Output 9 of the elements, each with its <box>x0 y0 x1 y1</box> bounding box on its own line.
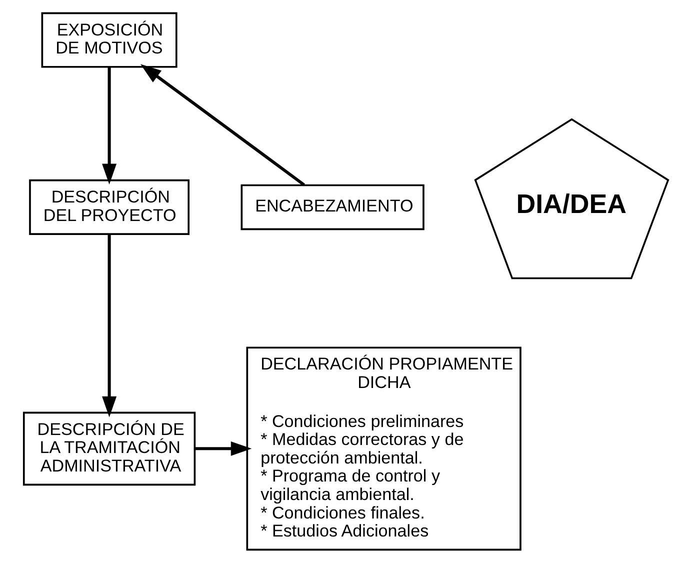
node-box: DESCRIPCIÓN DE LA TRAMITACIÓN ADMINISTRATIVA <box>22 412 196 486</box>
node-box: ENCABEZAMIENTO <box>240 184 424 230</box>
arrow <box>140 64 305 186</box>
node-box: DECLARACIÓN PROPIAMENTE DICHA * Condiciones preliminares * Medidas correctoras y de protección ambiental. * Programa de control y vigilancia ambiental. * Condiciones finales. * Estudios Adicionales <box>246 346 521 551</box>
node-box: DESCRIPCIÓN DEL PROYECTO <box>28 179 190 235</box>
node-box: EXPOSICIÓN DE MOTIVOS <box>40 12 177 68</box>
arrow <box>102 234 116 418</box>
arrow <box>102 66 116 184</box>
arrow <box>194 441 252 456</box>
